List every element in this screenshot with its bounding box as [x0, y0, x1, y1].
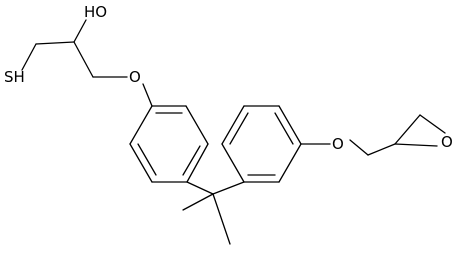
isopropylidene-bridge: [182, 181, 245, 245]
epoxide-oxygen-label: O: [441, 133, 453, 151]
ring-right-double-1: [229, 112, 249, 145]
bond-o-ring-left: [142, 83, 153, 107]
bond-s-c1: [21, 43, 37, 71]
benzene-ring-right: [221, 105, 302, 183]
thiol-label: SH: [4, 68, 25, 86]
benzene-ring-left: [129, 105, 209, 183]
ether-oxygen-right-label: O: [332, 135, 344, 153]
bond-c1-c2: [35, 41, 75, 45]
ring-right-double-2: [274, 112, 294, 145]
methyl-bond-right: [212, 193, 231, 245]
epoxide-ring: [394, 114, 446, 147]
glycidyl-chain: [300, 139, 396, 156]
ring-left-double-2: [182, 145, 201, 176]
methyl-bond-left: [182, 193, 214, 211]
bond-c2-c3: [73, 41, 94, 78]
bond-c2-oh: [73, 19, 87, 43]
ring-left-double-3: [137, 143, 157, 176]
hydroxyl-label: HO: [84, 3, 107, 21]
propanol-thiol-chain: [21, 19, 128, 78]
ether-oxygen-left-label: O: [129, 68, 141, 86]
